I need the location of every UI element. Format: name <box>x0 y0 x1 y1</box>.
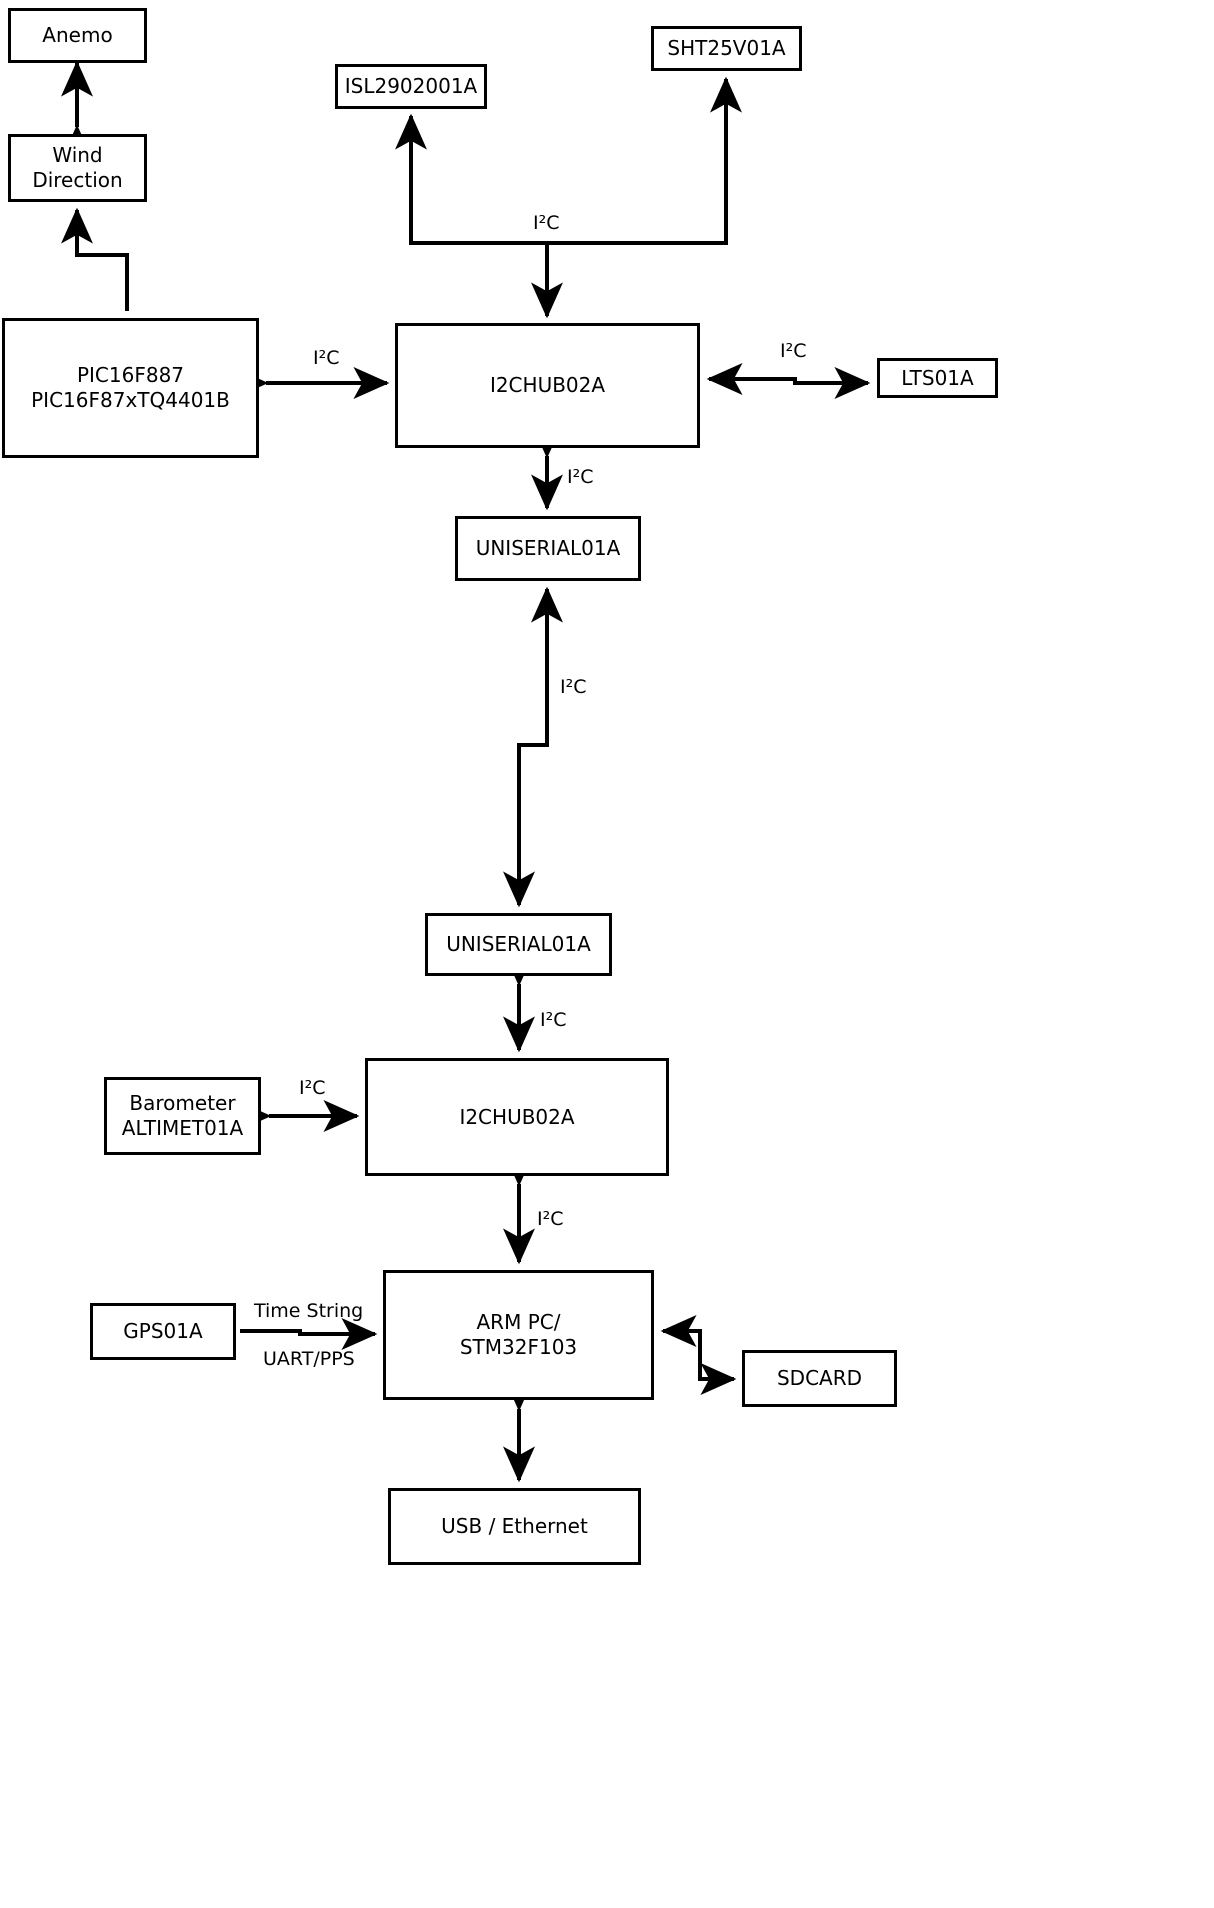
node-arm-pc-stm32f103-label: ARM PC/ STM32F103 <box>459 1310 578 1359</box>
edge-label-i2c-uniserial-link-text: I²C <box>560 676 587 698</box>
edge-label-i2c-hub-fanout-text: I²C <box>533 212 560 234</box>
node-wind-direction[interactable]: Wind Direction <box>8 134 147 202</box>
edge-label-i2c-hub2-armpc-text: I²C <box>537 1208 564 1230</box>
node-pic-microcontroller[interactable]: PIC16F887 PIC16F87xTQ4401B <box>2 318 259 458</box>
edge-label-i2c-uniserial-hub2-text: I²C <box>540 1009 567 1031</box>
edge-label-i2c-hub-lts-text: I²C <box>780 340 807 362</box>
node-uniserial01a-upper[interactable]: UNISERIAL01A <box>455 516 641 581</box>
node-anemo-label: Anemo <box>42 23 113 47</box>
node-pic-microcontroller-label: PIC16F887 PIC16F87xTQ4401B <box>31 363 230 412</box>
node-uniserial01a-upper-label: UNISERIAL01A <box>475 536 621 560</box>
node-i2chub02a-top[interactable]: I2CHUB02A <box>395 323 700 448</box>
node-gps01a-label: GPS01A <box>123 1319 203 1343</box>
edge-label-i2c-uniserial-link: I²C <box>560 676 587 698</box>
node-i2chub02a-bottom[interactable]: I2CHUB02A <box>365 1058 669 1176</box>
node-lts01a[interactable]: LTS01A <box>877 358 998 398</box>
wire-armpc-sdcard <box>663 1329 737 1395</box>
node-usb-ethernet-label: USB / Ethernet <box>441 1514 588 1538</box>
wire-hub-isl <box>395 113 549 316</box>
edge-label-uart-pps-text: UART/PPS <box>263 1348 355 1370</box>
node-sdcard[interactable]: SDCARD <box>742 1350 897 1407</box>
edge-label-i2c-hub-uniserial-text: I²C <box>567 466 594 488</box>
node-i2chub02a-bottom-label: I2CHUB02A <box>459 1104 575 1129</box>
node-sht25v01a-label: SHT25V01A <box>667 36 786 60</box>
node-usb-ethernet[interactable]: USB / Ethernet <box>388 1488 641 1565</box>
node-isl2902001a[interactable]: ISL2902001A <box>335 64 487 109</box>
edge-label-uart-pps: UART/PPS <box>263 1348 355 1370</box>
node-gps01a[interactable]: GPS01A <box>90 1303 236 1360</box>
edge-label-i2c-hub-lts: I²C <box>780 340 807 362</box>
node-sdcard-label: SDCARD <box>776 1366 863 1390</box>
node-lts01a-label: LTS01A <box>901 365 974 390</box>
node-anemo[interactable]: Anemo <box>8 8 147 63</box>
wire-pic-wind <box>61 207 129 311</box>
edge-label-time-string: Time String <box>254 1300 363 1322</box>
edge-label-time-string-text: Time String <box>254 1300 364 1322</box>
node-uniserial01a-lower[interactable]: UNISERIAL01A <box>425 913 612 976</box>
node-arm-pc-stm32f103[interactable]: ARM PC/ STM32F103 <box>383 1270 654 1400</box>
edge-label-i2c-hub-uniserial: I²C <box>567 466 594 488</box>
wire-hub-lts <box>709 367 871 399</box>
node-barometer-altimet01a[interactable]: Barometer ALTIMET01A <box>104 1077 261 1155</box>
wire-gps-armpc <box>240 1318 378 1350</box>
node-i2chub02a-top-label: I2CHUB02A <box>489 373 606 397</box>
node-sht25v01a[interactable]: SHT25V01A <box>651 26 802 71</box>
edge-label-i2c-hub2-armpc: I²C <box>537 1208 564 1230</box>
edge-label-i2c-barometer-hub2-text: I²C <box>299 1077 326 1099</box>
wire-hub-sht <box>547 76 742 245</box>
edge-label-i2c-pic-hub: I²C <box>313 347 340 369</box>
edge-label-i2c-barometer-hub2: I²C <box>299 1077 326 1099</box>
wire-uniserial-link-down <box>503 589 549 908</box>
edge-label-i2c-uniserial-hub2: I²C <box>540 1009 567 1031</box>
node-isl2902001a-label: ISL2902001A <box>344 74 478 98</box>
edge-label-i2c-hub-fanout: I²C <box>533 212 560 234</box>
edge-label-i2c-pic-hub-text: I²C <box>313 347 340 369</box>
node-uniserial01a-lower-label: UNISERIAL01A <box>446 932 591 956</box>
node-wind-direction-label: Wind Direction <box>32 143 123 192</box>
node-barometer-altimet01a-label: Barometer ALTIMET01A <box>121 1091 244 1140</box>
